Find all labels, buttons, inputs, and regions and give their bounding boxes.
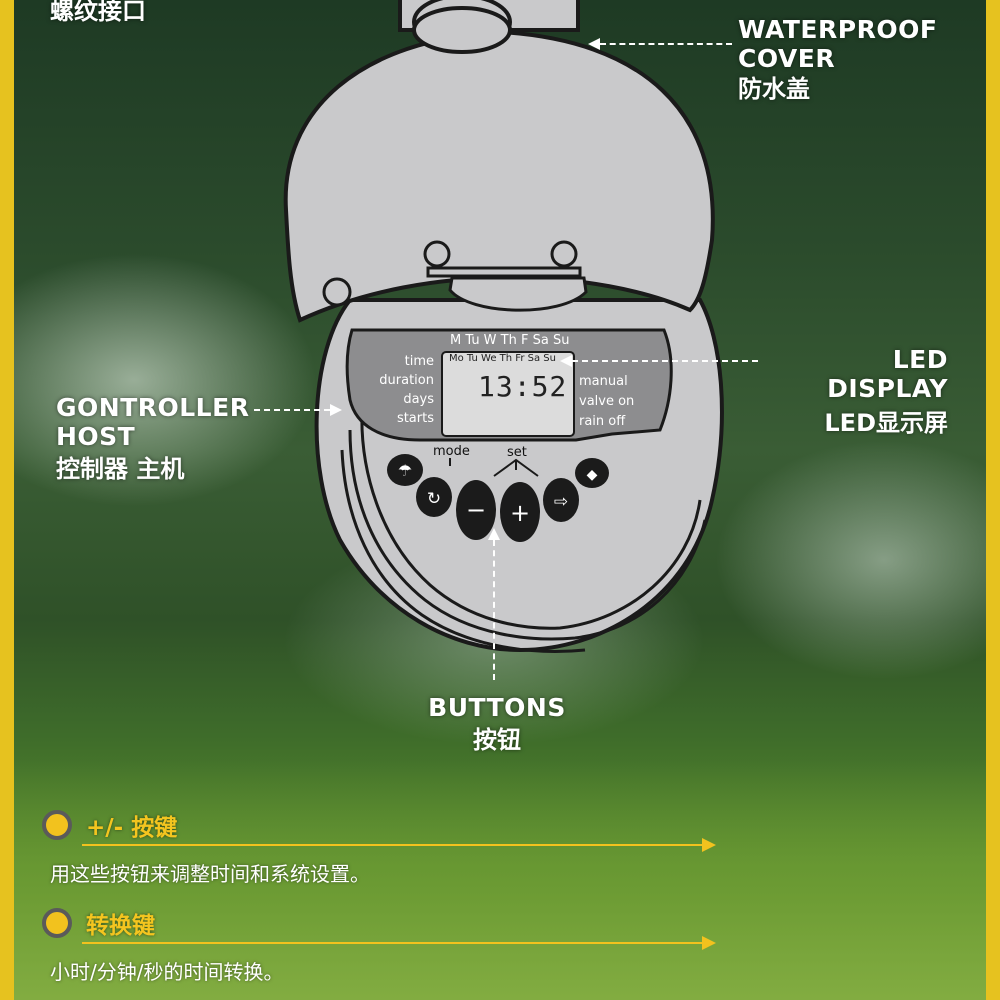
- lcd-left-labels: time duration days starts: [372, 352, 434, 428]
- display-leader: [572, 360, 758, 362]
- lcd-clock: 13:52: [478, 370, 568, 403]
- display-arrow-icon: [560, 355, 572, 367]
- rain-button[interactable]: ☂: [387, 454, 423, 486]
- lcd-right-labels: manual valve on rain off: [579, 372, 634, 432]
- lawn: [14, 760, 986, 1000]
- cover-leader: [600, 43, 732, 45]
- buttons-cn: 按钮: [473, 725, 521, 754]
- reset-button[interactable]: ↻: [416, 477, 452, 517]
- buttons-leader: [493, 540, 495, 680]
- plus-icon: +: [510, 499, 530, 527]
- host-en-1: GONTROLLER: [56, 393, 250, 422]
- lcd-days-top: M Tu W Th F Sa Su: [450, 333, 570, 348]
- next-arrow-icon: ⇨: [554, 492, 568, 512]
- feature-desc: 小时/分钟/秒的时间转换。: [50, 960, 284, 984]
- feature-arrow-line: [82, 844, 706, 846]
- manual-button[interactable]: ◆: [575, 458, 609, 488]
- host-callout: GONTROLLER HOST 控制器 主机: [56, 393, 250, 483]
- display-en: LED DISPLAY: [827, 345, 948, 403]
- label-rain-off: rain off: [579, 414, 626, 429]
- label-manual: manual: [579, 374, 628, 389]
- lcd-days-bottom: Mo Tu We Th Fr Sa Su: [449, 353, 556, 364]
- plus-button[interactable]: +: [500, 482, 540, 542]
- buttons-en: BUTTONS: [428, 693, 566, 722]
- rain-icon: ☂: [398, 461, 412, 480]
- minus-icon: −: [466, 496, 486, 524]
- label-duration: duration: [379, 373, 434, 388]
- label-time: time: [404, 354, 434, 369]
- host-leader: [254, 409, 330, 411]
- bullet-dot-icon: [42, 908, 72, 938]
- buttons-callout: BUTTONS 按钮: [414, 693, 580, 754]
- host-arrow-icon: [330, 404, 342, 416]
- label-starts: starts: [396, 411, 434, 426]
- feature-title: 转换键: [86, 913, 155, 939]
- set-label: set: [507, 445, 527, 460]
- cover-arrow-icon: [588, 38, 600, 50]
- buttons-arrow-icon: [488, 528, 500, 540]
- label-days: days: [403, 392, 434, 407]
- host-cn: 控制器 主机: [56, 454, 185, 483]
- thread-interface-label: 螺纹接口: [50, 0, 146, 26]
- display-cn: LED显示屏: [824, 408, 948, 437]
- minus-button[interactable]: −: [456, 480, 496, 540]
- button-group: ☂ ↻ − + ⇨ ◆: [387, 454, 609, 542]
- led-display-panel: [345, 328, 673, 442]
- feature-title: +/- 按键: [86, 815, 178, 841]
- next-button[interactable]: ⇨: [543, 478, 579, 522]
- cover-en-1: WATERPROOF: [738, 15, 938, 44]
- cover-callout: WATERPROOF COVER 防水盖: [738, 15, 938, 103]
- display-callout: LED DISPLAY LED显示屏: [764, 345, 948, 437]
- waterproof-cover: [283, 6, 715, 323]
- bullet-dot-icon: [42, 810, 72, 840]
- label-valve-on: valve on: [579, 394, 635, 409]
- mode-label: mode: [433, 444, 470, 459]
- host-en-2: HOST: [56, 421, 136, 451]
- feature-arrow-icon: [702, 838, 716, 852]
- cover-cn: 防水盖: [738, 74, 810, 103]
- thread-interface-text: 螺纹接口: [50, 0, 146, 25]
- feature-arrow-icon: [702, 936, 716, 950]
- cover-en-2: COVER: [738, 43, 836, 73]
- manual-icon: ◆: [587, 467, 598, 483]
- feature-desc: 用这些按钮来调整时间和系统设置。: [50, 862, 370, 886]
- reset-icon: ↻: [427, 489, 441, 509]
- feature-arrow-line: [82, 942, 706, 944]
